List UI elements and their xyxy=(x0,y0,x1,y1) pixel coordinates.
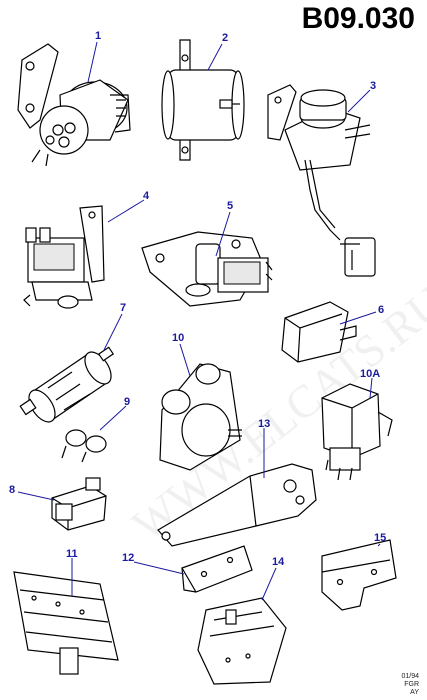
callout-9: 9 xyxy=(124,396,131,408)
callout-3: 3 xyxy=(370,80,377,92)
callout-15: 15 xyxy=(374,532,387,544)
callout-10: 10 xyxy=(172,332,185,344)
callout-8: 8 xyxy=(9,484,16,496)
leader-lines xyxy=(17,41,381,601)
part-10 xyxy=(159,363,242,471)
part-15 xyxy=(321,539,397,611)
part-7 xyxy=(19,346,115,423)
part-4 xyxy=(23,205,105,309)
diagram-footer: 01/94 FGR AY xyxy=(401,673,419,697)
part-8 xyxy=(51,477,107,531)
part-3 xyxy=(267,84,376,277)
part-6 xyxy=(281,301,357,363)
callout-4: 4 xyxy=(143,190,150,202)
callout-11: 11 xyxy=(66,548,78,560)
footer-suffix: AY xyxy=(410,689,419,696)
part-14 xyxy=(197,597,287,685)
diagram-title: B09.030 xyxy=(301,2,415,35)
part-5 xyxy=(141,231,273,307)
part-12 xyxy=(181,545,253,593)
part-9 xyxy=(61,429,107,463)
part-11 xyxy=(13,571,119,675)
callout-2: 2 xyxy=(222,32,229,44)
callout-5: 5 xyxy=(227,200,234,212)
callout-12: 12 xyxy=(122,552,135,564)
footer-date: 01/94 xyxy=(401,673,419,680)
callout-14: 14 xyxy=(272,556,285,568)
callout-1: 1 xyxy=(95,30,102,42)
callout-13: 13 xyxy=(258,418,271,430)
callout-6: 6 xyxy=(378,304,385,316)
part-1 xyxy=(17,43,131,167)
callout-7: 7 xyxy=(120,302,127,314)
part-10A xyxy=(321,383,393,481)
footer-code: FGR xyxy=(404,681,419,688)
callout-10A: 10A xyxy=(360,368,381,380)
part-2 xyxy=(161,39,245,161)
